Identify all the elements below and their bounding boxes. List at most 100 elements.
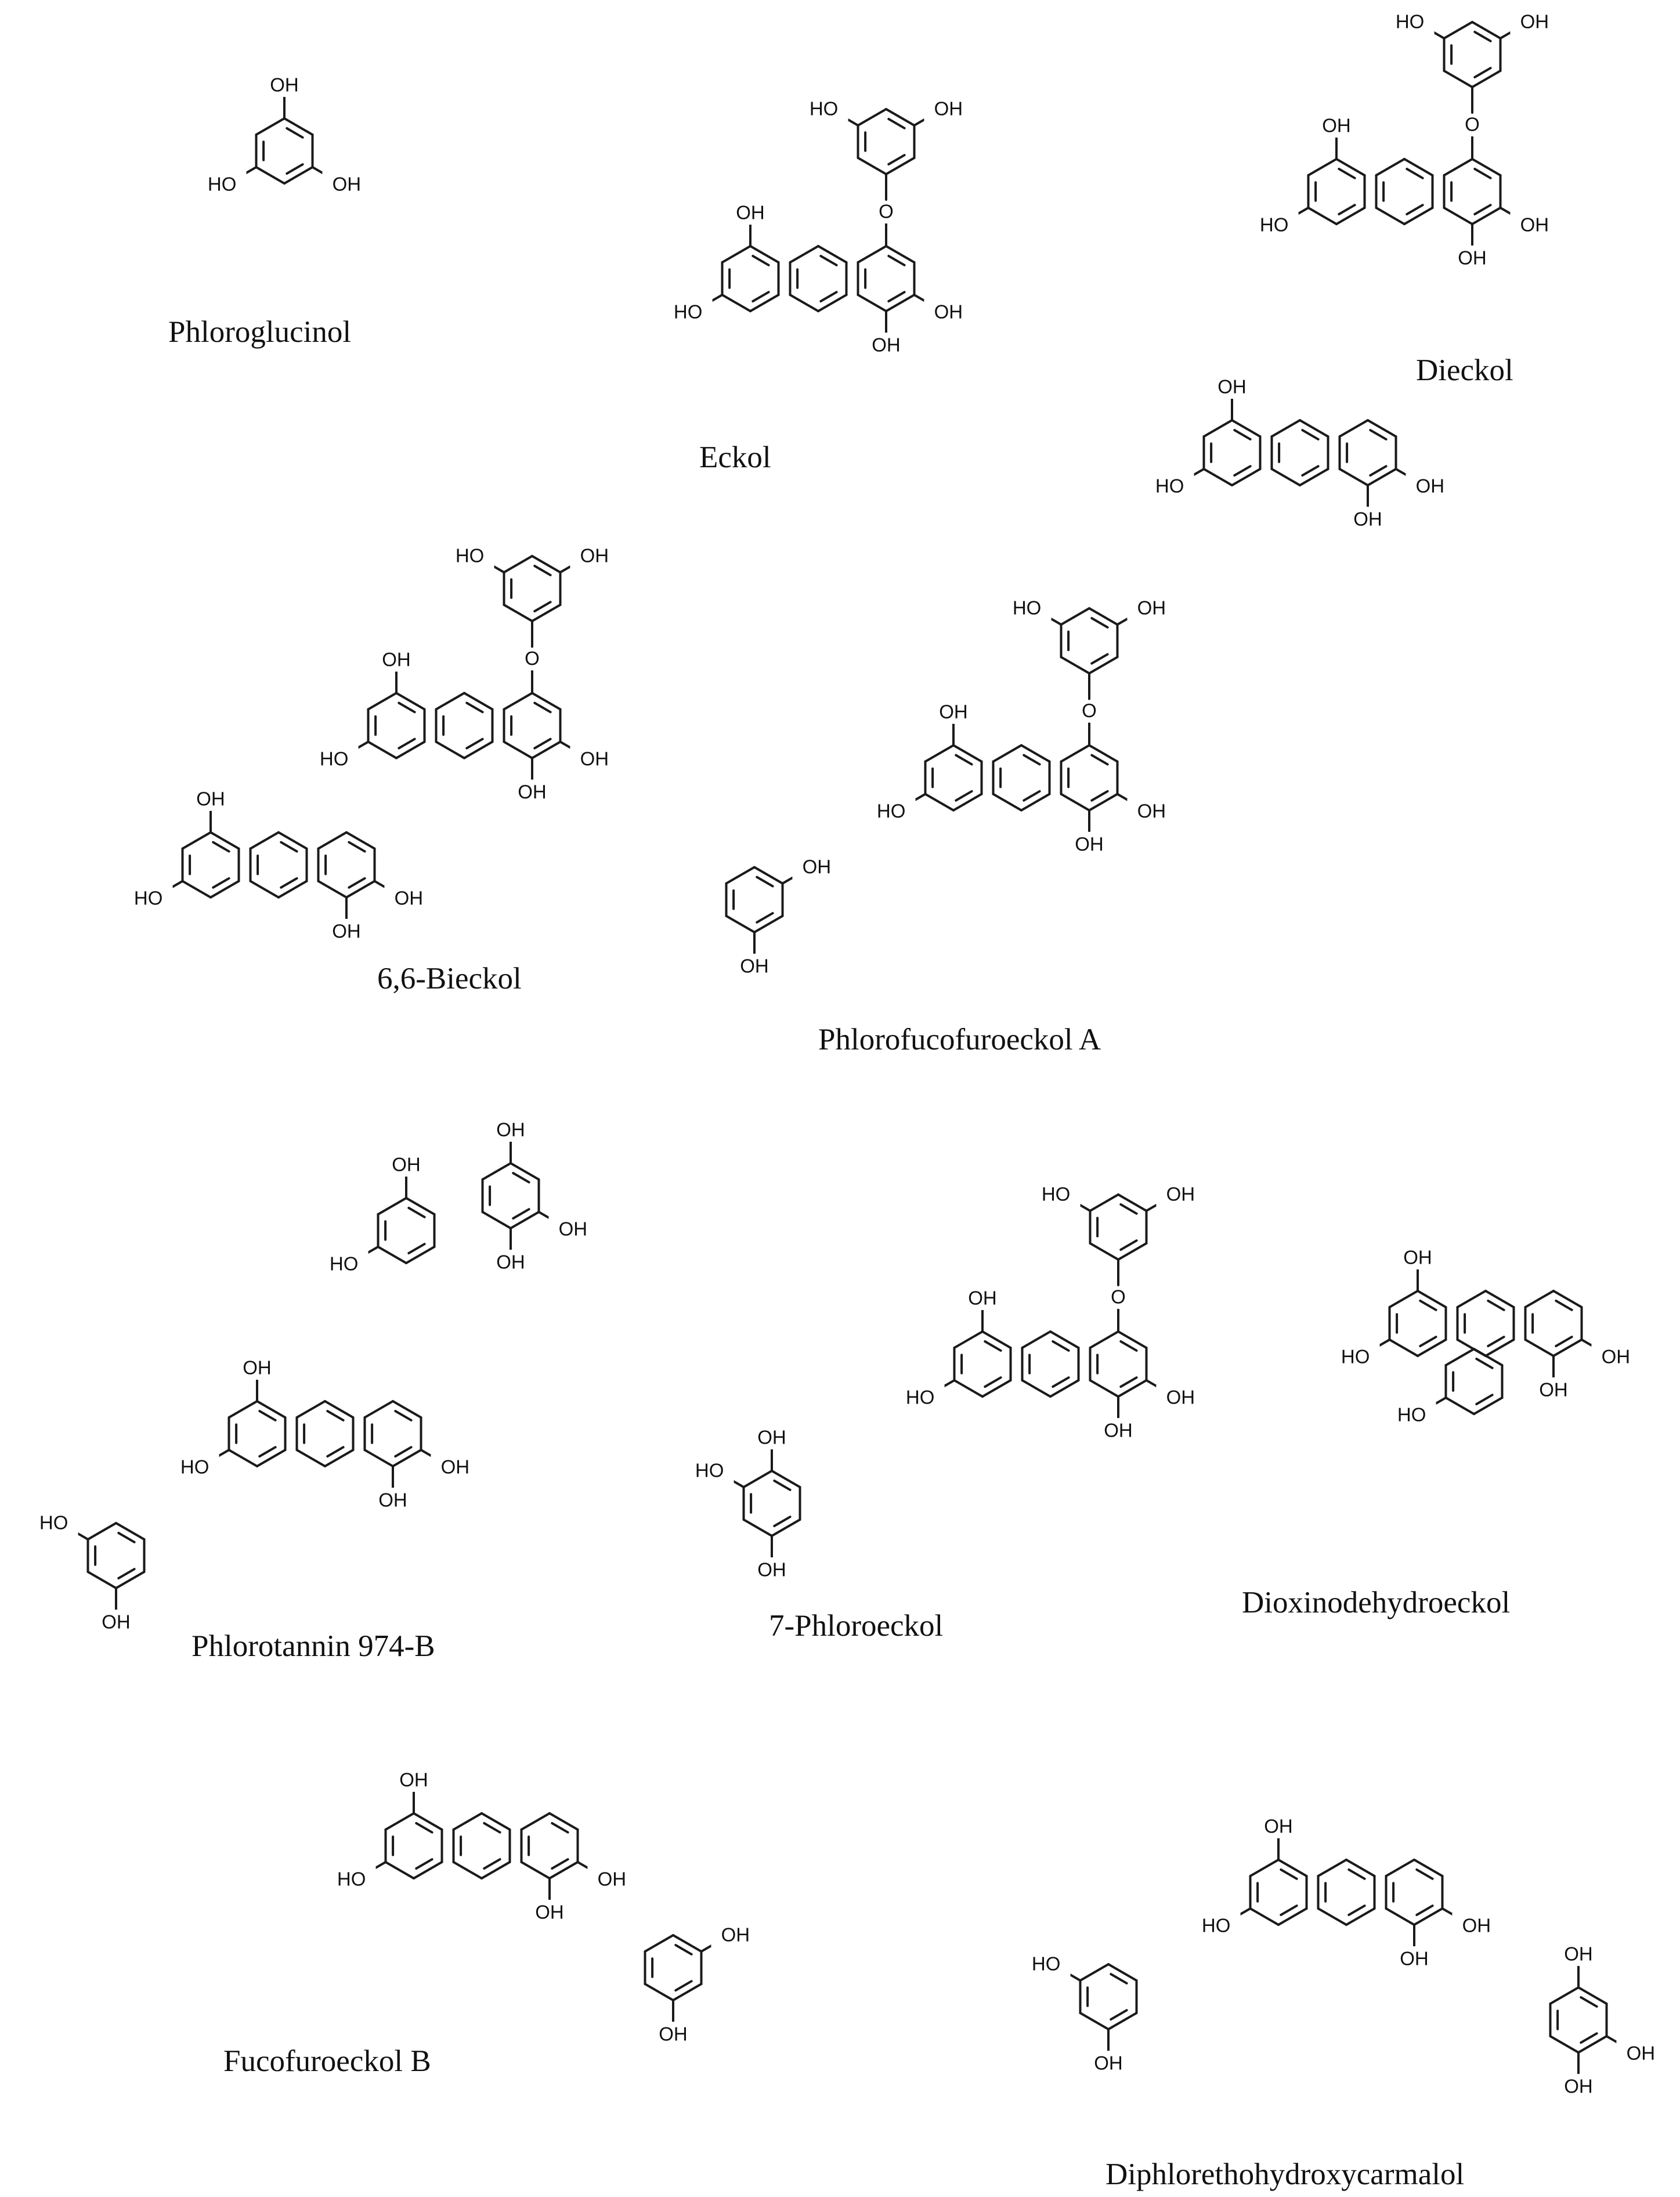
dioxino-ring-bond — [1388, 1339, 1419, 1357]
p974b-label-bg — [233, 1355, 282, 1380]
pffa-label-bg — [730, 954, 779, 978]
phloroeckol7-double-bond — [1119, 1376, 1138, 1388]
p974b-label-bg — [368, 1488, 417, 1512]
dieckol-hydroxyl-label: OH — [1520, 11, 1549, 33]
dioxino-ring-bond — [1552, 1290, 1583, 1308]
p974b-label-bg — [170, 1455, 219, 1479]
dieckol-double-bond — [1406, 204, 1424, 215]
dioxino-double-bond — [1475, 1358, 1494, 1369]
phloroeckol7-hydroxyl-label: OH — [1166, 1184, 1195, 1205]
p974b-ring-bond — [86, 1571, 117, 1589]
dieckol-double-bond — [1233, 465, 1252, 477]
dieckol-hydroxyl-label: OH — [1520, 214, 1549, 236]
pffa-ring-bond — [1060, 793, 1090, 811]
phloroeckol7-label-bg — [1031, 1182, 1081, 1206]
ffb-ring-bond — [672, 1934, 703, 1953]
p974b-hydroxyl-label: OH — [559, 1218, 588, 1240]
phloroeckol7-ring-bond — [742, 1470, 773, 1488]
p974b-ring-bond — [363, 1449, 394, 1467]
pffa-double-bond — [756, 876, 774, 888]
p974b-hydroxyl-label: OH — [378, 1489, 407, 1511]
dieckol-ring-bond — [1335, 158, 1366, 176]
eckol-double-bond — [887, 255, 906, 266]
eckol-ring-bond — [817, 245, 848, 264]
pffa-ring-bond — [1020, 744, 1051, 763]
eckol-ring-bond — [789, 245, 819, 264]
ffb-double-bond — [674, 1980, 693, 1992]
dieckol-hydroxyl-label: HO — [1260, 214, 1289, 236]
bieckol-double-bond — [533, 601, 552, 612]
bieckol-ring-bond — [531, 604, 562, 622]
pffa-label-bg — [1064, 832, 1114, 856]
eckol-label-bg — [663, 300, 713, 324]
dieckol-ring-bond — [1375, 207, 1406, 225]
pffa-ring-bond — [992, 744, 1023, 763]
pffa-ring-bond — [1088, 607, 1119, 626]
dieckol-label-bg — [1510, 9, 1559, 34]
ffb-label-bg — [649, 2022, 698, 2046]
ffb-ring-bond — [452, 1812, 483, 1831]
caption-phloroeckol7: 7-Phloroeckol — [769, 1609, 944, 1643]
bieckol-label-bg — [517, 646, 547, 670]
p974b-hydroxyl-label: OH — [102, 1611, 131, 1633]
phloroeckol7-ring-bond — [1117, 1242, 1148, 1261]
phloroeckol7-label-bg — [1156, 1182, 1205, 1206]
pffa-double-bond — [1090, 617, 1109, 629]
dieckol-ring-bond — [1443, 158, 1473, 176]
eckol-double-bond — [819, 255, 838, 266]
phloroeckol7-ring-bond — [953, 1379, 984, 1398]
phloroeckol7-hydroxyl-label: OH — [757, 1427, 786, 1448]
dioxino-ring-bond — [1388, 1290, 1419, 1308]
dphc-hydroxyl-label: OH — [1627, 2043, 1656, 2064]
dphc-ring-bond — [1107, 1963, 1138, 1982]
bieckol-double-bond — [533, 702, 552, 713]
bieckol-ring-bond — [345, 880, 376, 899]
dieckol-label-bg — [1208, 374, 1257, 399]
p974b-double-bond — [258, 1410, 277, 1422]
dioxino-ring-bond — [1417, 1290, 1447, 1308]
p974b-label-bg — [382, 1152, 431, 1177]
dphc-double-bond — [1415, 1904, 1434, 1916]
dieckol-double-bond — [1233, 429, 1252, 441]
p974b-ring-bond — [405, 1197, 436, 1215]
dioxino-label-bg — [1331, 1344, 1380, 1369]
bieckol-label-bg — [570, 746, 619, 771]
phloroeckol7-double-bond — [984, 1376, 1002, 1388]
phloroglucinol-label-bg — [322, 172, 371, 196]
eckol-ring-bond — [817, 294, 848, 312]
phloroglucinol-hydroxyl-label: HO — [208, 174, 237, 195]
p974b-ring-bond — [115, 1571, 146, 1589]
dphc-hydroxyl-label: OH — [1264, 1816, 1293, 1837]
bieckol-hydroxyl-label: OH — [382, 649, 411, 670]
phloroeckol7-label-bg — [958, 1286, 1007, 1310]
phloroeckol7-ring-bond — [1021, 1379, 1052, 1398]
dieckol-label-bg — [1447, 246, 1497, 270]
p974b-hydroxyl-label: OH — [496, 1119, 525, 1141]
dioxino-double-bond — [1555, 1300, 1573, 1311]
dioxino-ring-bond — [1444, 1348, 1475, 1366]
p974b-double-bond — [407, 1243, 426, 1254]
dphc-ring-bond — [1249, 1859, 1280, 1877]
ffb-ring-bond — [520, 1812, 551, 1831]
phloroglucinol-hydroxyl-label: OH — [270, 74, 299, 96]
bieckol-ring-bond — [531, 741, 562, 759]
eckol-double-bond — [887, 291, 906, 302]
p974b-hydroxyl-label: HO — [180, 1456, 209, 1478]
ffb-hydroxyl-label: HO — [337, 1868, 366, 1890]
dioxino-hydroxyl-label: HO — [1341, 1346, 1370, 1368]
caption-p974b: Phlorotannin 974-B — [192, 1629, 435, 1663]
ffb-ring-bond — [384, 1812, 415, 1831]
caption-eckol: Eckol — [699, 441, 771, 474]
p974b-hydroxyl-label: OH — [243, 1357, 272, 1379]
dphc-label-bg — [1389, 1946, 1439, 1971]
dieckol-hydroxyl-label: OH — [1353, 508, 1382, 530]
pffa-label-bg — [1127, 799, 1176, 823]
p974b-ring-bond — [377, 1246, 407, 1264]
dioxino-label-bg — [1591, 1344, 1641, 1369]
ffb-label-bg — [389, 1767, 439, 1792]
p974b-double-bond — [394, 1446, 413, 1458]
dphc-ring-bond — [1079, 2012, 1110, 2030]
ffb-label-bg — [327, 1867, 376, 1891]
eckol-label-bg — [924, 300, 973, 324]
eckol-ring-bond — [721, 294, 752, 312]
